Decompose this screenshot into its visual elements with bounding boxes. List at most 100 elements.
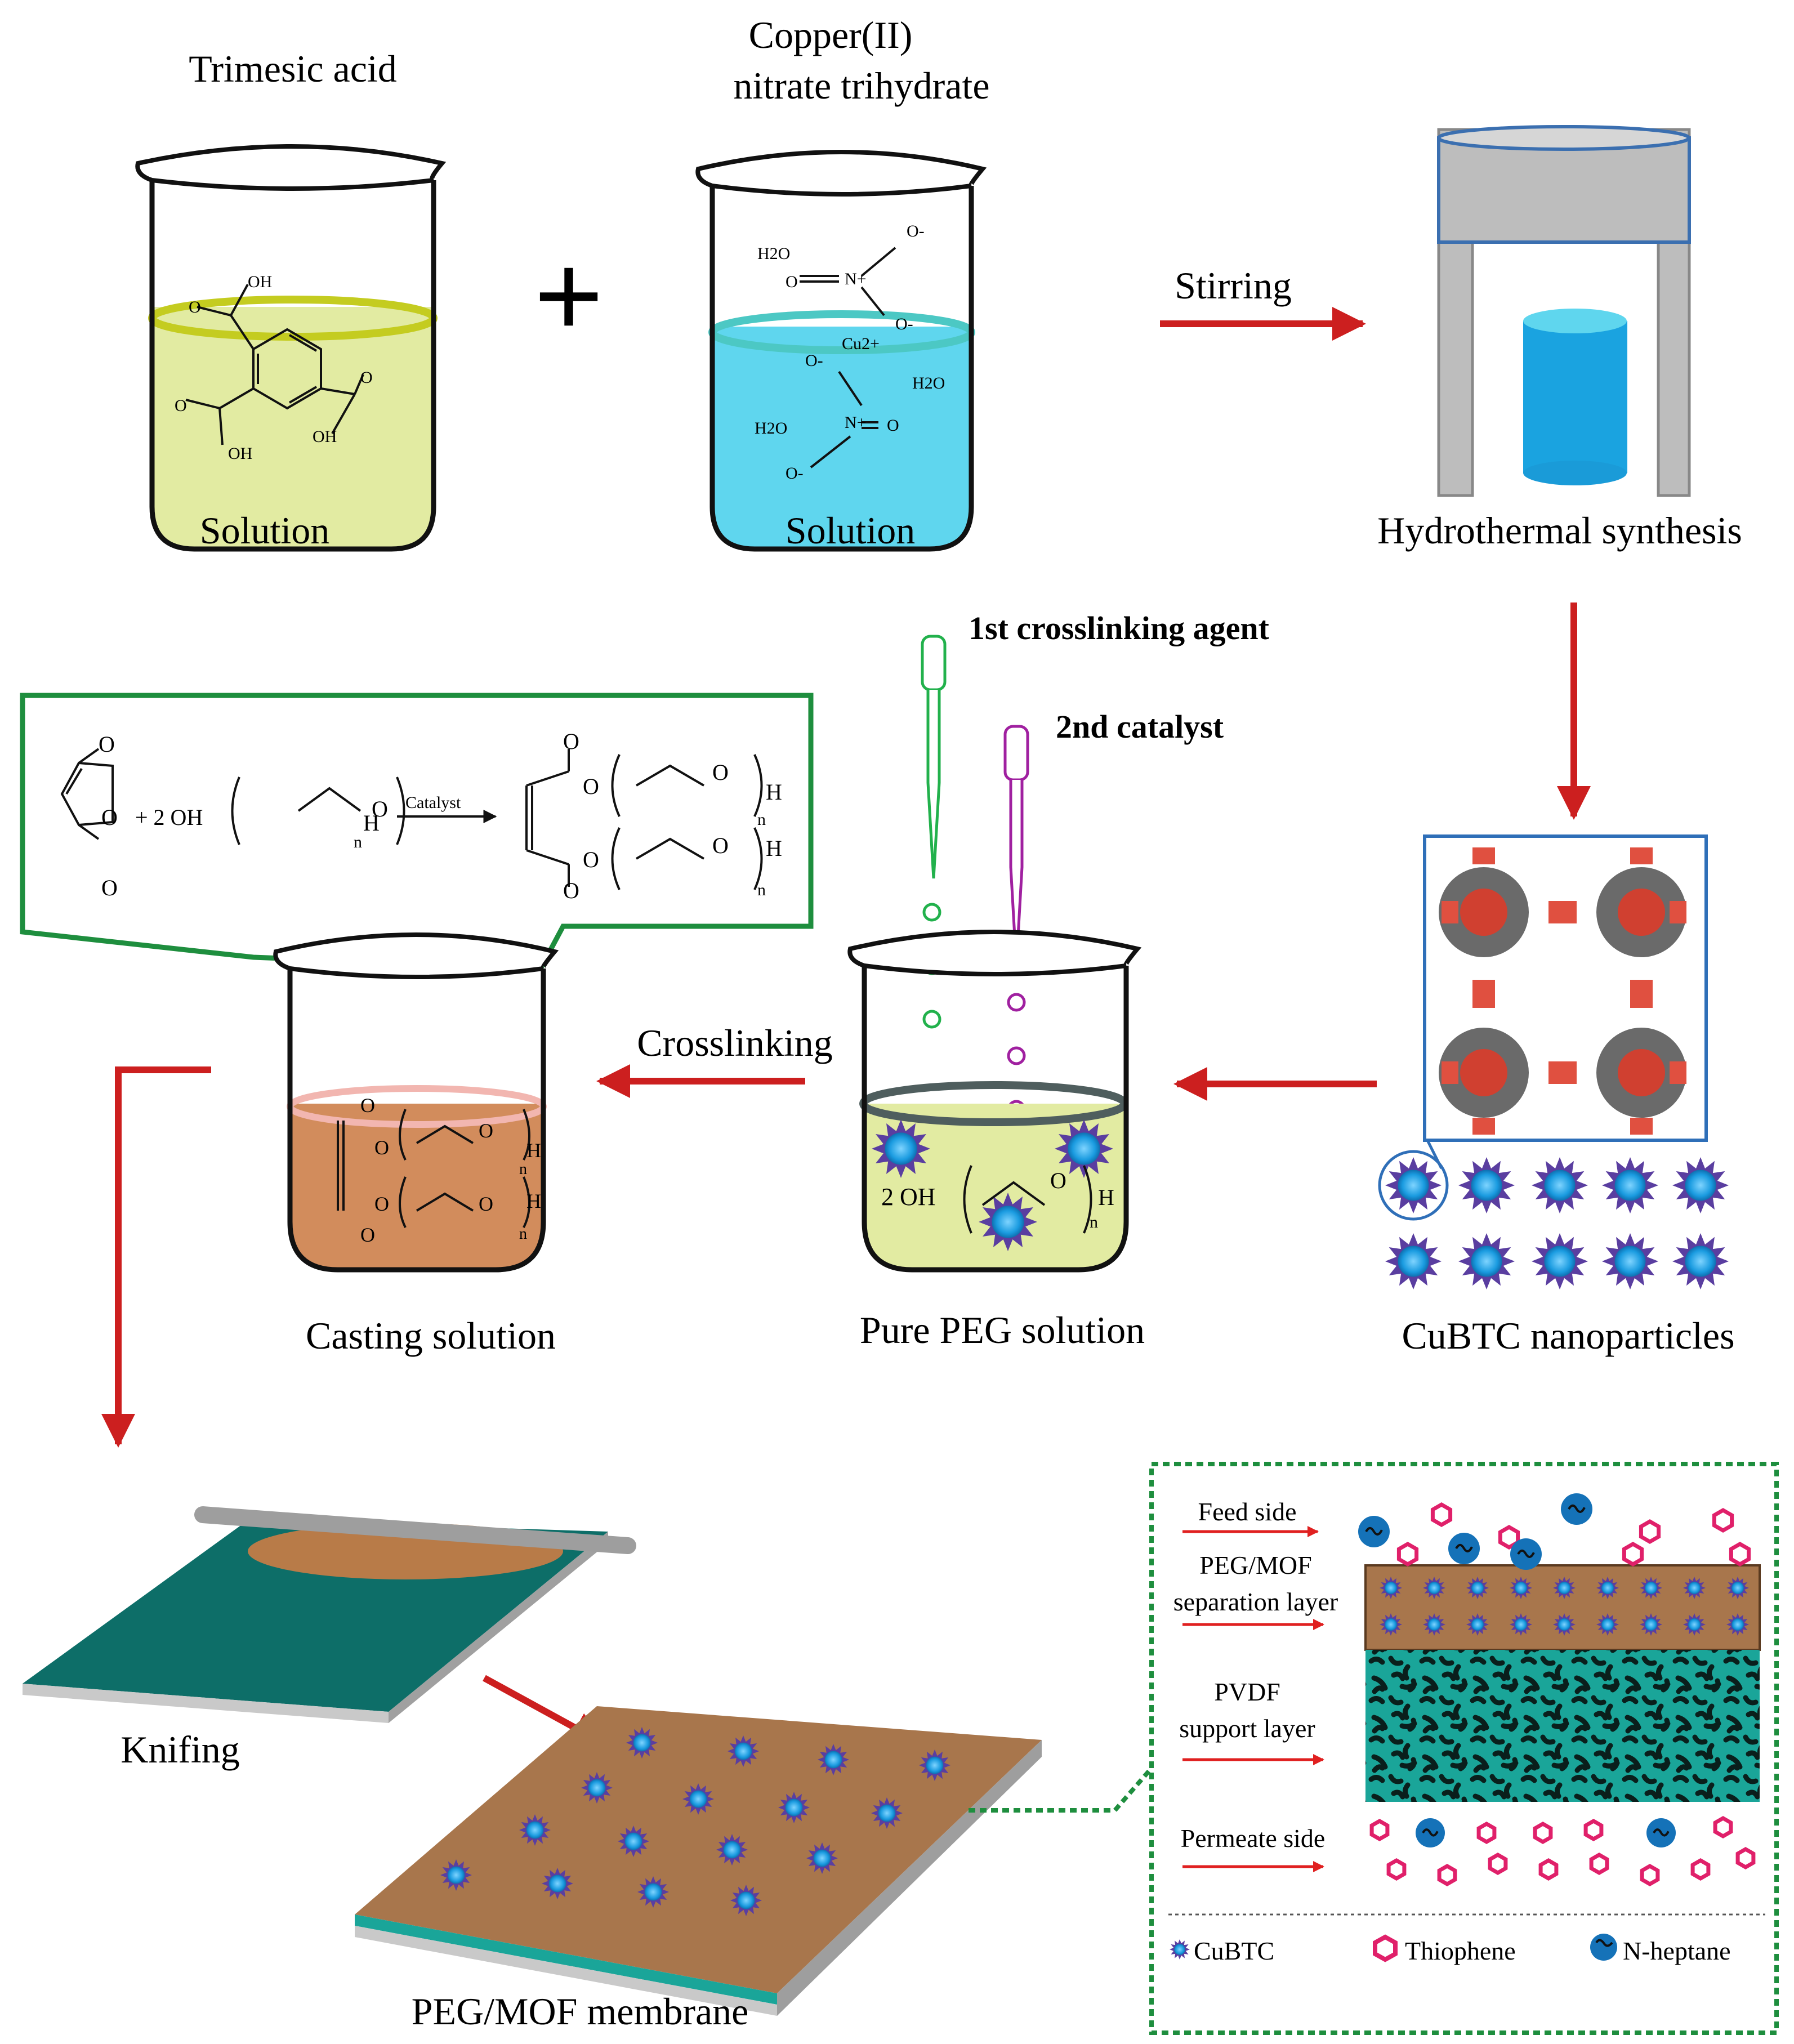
- cubtc-particle-core: [785, 1798, 803, 1817]
- n-label: n: [1090, 1213, 1098, 1231]
- support-label-2: support layer: [1179, 1714, 1315, 1743]
- beaker-outline: [287, 969, 546, 1273]
- cubtc-particle-core: [1174, 1944, 1185, 1955]
- thiophene-molecule: [1430, 1502, 1453, 1528]
- solution-left-label: Solution: [200, 509, 330, 552]
- cubtc-particle-core: [624, 1832, 642, 1850]
- cubtc-particle-core: [1688, 1582, 1701, 1594]
- h-label: H: [766, 779, 782, 805]
- cubtc-particle-core: [885, 1132, 917, 1165]
- cubtc-particle-core: [526, 1821, 544, 1839]
- plus-sign: +: [533, 227, 604, 365]
- cubtc-particle-core: [1685, 1170, 1716, 1201]
- thiophene-molecule: [1533, 1821, 1553, 1845]
- liner-bottom: [1523, 461, 1627, 485]
- stirring-label: Stirring: [1175, 264, 1292, 307]
- cubtc-particle-core: [1515, 1618, 1527, 1631]
- permeate-molecules: [1369, 1815, 1756, 1887]
- cubtc-particle-core: [1068, 1132, 1100, 1165]
- yellow-solution: [152, 307, 434, 549]
- cubtc-particle-core: [1471, 1582, 1484, 1594]
- peg-bracket: [231, 776, 405, 845]
- o-minus-label: O-: [805, 351, 823, 370]
- thiophene-molecule: [1386, 1858, 1407, 1881]
- cubtc-particle-core: [1645, 1618, 1657, 1631]
- cubtc-particle-core: [588, 1779, 606, 1797]
- membrane-support: [355, 1914, 777, 2005]
- second-agent-label: 2nd catalyst: [1056, 708, 1224, 745]
- separation-layer-particles: [1380, 1577, 1749, 1636]
- beaker-rim: [135, 144, 447, 191]
- o-label: O: [372, 796, 388, 822]
- h-label: H: [1098, 1185, 1114, 1210]
- cubtc-particle-core: [824, 1751, 842, 1769]
- thiophene-molecule: [1712, 1507, 1734, 1533]
- thiophene-molecule: [1639, 1519, 1661, 1545]
- o-label: O: [374, 1193, 389, 1215]
- permeate-side-label: Permeate side: [1181, 1824, 1326, 1853]
- pure-peg-label: Pure PEG solution: [860, 1309, 1145, 1351]
- cubtc-particle-core: [1558, 1618, 1570, 1631]
- legend: CuBTC Thiophene N-heptane: [1170, 1934, 1731, 1965]
- thiophene-molecule: [1396, 1541, 1419, 1567]
- o-label: O: [99, 731, 115, 757]
- n-heptane-chain: [1568, 1504, 1586, 1513]
- autoclave-top: [1437, 125, 1690, 151]
- peg-bracket: [963, 1165, 1092, 1234]
- sep-layer-label-1: PEG/MOF: [1199, 1551, 1311, 1579]
- o-label: O: [101, 805, 118, 830]
- beaker-rim: [847, 930, 1142, 976]
- liner-liquid: [1523, 321, 1627, 473]
- copper-label-line1: Copper(II): [749, 14, 913, 56]
- casting-structure: [337, 1109, 530, 1228]
- cubtc-particle-core: [1731, 1618, 1744, 1631]
- o-label: O: [360, 1094, 375, 1117]
- cubtc-particle-core: [1645, 1582, 1657, 1594]
- copper-nitrate-beaker: Copper(II) nitrate trihydrate O N+ O- O-…: [695, 14, 990, 552]
- cubtc-crystal: CuBTC nanoparticles: [1378, 834, 1735, 1357]
- first-agent-label: 1st crosslinking agent: [969, 610, 1270, 646]
- o-label: O: [887, 416, 899, 435]
- o-label: O: [712, 833, 729, 858]
- crosslinking-label: Crosslinking: [637, 1021, 833, 1064]
- o-label: O: [374, 1136, 389, 1159]
- o-label: O: [479, 1119, 493, 1142]
- peg-mof-membrane: PEG/MOF membrane: [355, 1706, 1042, 2033]
- maleic-anhydride: [60, 748, 114, 840]
- h-label: H: [526, 1190, 541, 1212]
- n-plus-label: N+: [845, 413, 867, 432]
- o-label: O: [1050, 1168, 1066, 1193]
- copper-label-line2: nitrate trihydrate: [733, 64, 989, 107]
- trimesic-acid-structure: [185, 284, 364, 445]
- cubtc-particle-core: [447, 1866, 465, 1884]
- knifing-label: Knifing: [121, 1728, 240, 1771]
- o-label: O: [360, 1224, 375, 1246]
- thiophene-molecule: [1729, 1541, 1751, 1567]
- cubtc-particle-core: [644, 1883, 662, 1901]
- thiophene-molecule: [1369, 1818, 1390, 1842]
- thiophene-molecule: [1622, 1541, 1644, 1567]
- h-label: H: [363, 810, 380, 836]
- n-plus-label: N+: [845, 270, 867, 288]
- h2o-label: H2O: [912, 374, 945, 392]
- o-label: O: [583, 847, 599, 872]
- peg-particles: [872, 1119, 1113, 1251]
- blue-solution: [712, 327, 971, 549]
- copper-nitrate-structure: [800, 247, 896, 468]
- legend-cubtc-label: CuBTC: [1194, 1936, 1274, 1965]
- legend-nheptane-label: N-heptane: [1623, 1936, 1731, 1965]
- o-minus-label: O-: [895, 315, 913, 333]
- n-label: n: [757, 810, 766, 829]
- cubtc-particle-core: [1544, 1170, 1576, 1201]
- cubtc-particle-core: [1385, 1582, 1397, 1594]
- beaker-outline: [709, 186, 974, 552]
- n-heptane-chain: [1455, 1543, 1473, 1552]
- cubtc-particle-core: [689, 1790, 707, 1808]
- pure-peg-beaker: 1st crosslinking agent 2nd catalyst 2 OH…: [847, 610, 1270, 1351]
- plate-side: [389, 1532, 608, 1723]
- cubtc-particle-core: [926, 1756, 944, 1774]
- reaction-callout: [20, 693, 814, 971]
- solution-middle-label: Solution: [786, 509, 916, 552]
